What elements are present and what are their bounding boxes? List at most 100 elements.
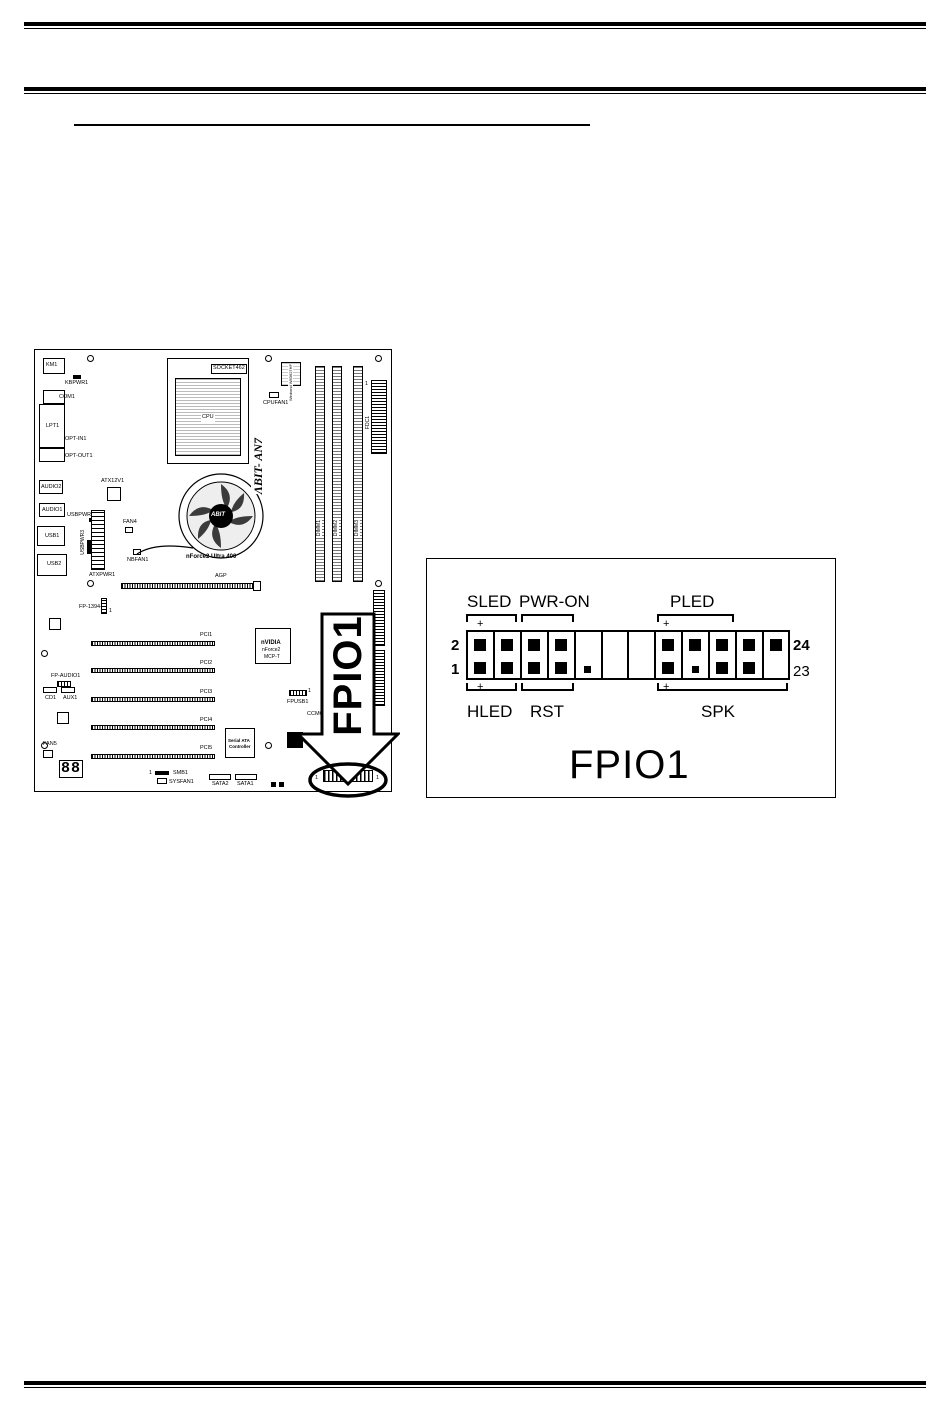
sata-controller-chip [225,728,255,758]
fdc-connector [371,380,387,454]
fdc-label: FDC1 [365,416,371,430]
smb-pin1: 1 [149,770,153,776]
bios-chip [49,618,61,630]
usbpwr3-label: USBPWR3 [80,530,86,555]
agp-label: AGP [215,573,227,579]
nvidia-mcp-label: MCP-T [264,654,280,660]
lpt-connector [39,404,65,448]
atxpwr-label: ATXPWR1 [89,572,116,578]
spk-plus-mark: + [663,681,670,693]
usb1-label: USB1 [45,533,60,539]
pci2-slot [91,668,215,673]
winbond-label: Winbond W83627HF [288,364,293,402]
fp1394-header [101,598,107,614]
pin23-label: 23 [793,663,810,680]
sata2-label: SATA2 [212,781,229,787]
dimm3-slot [353,366,363,582]
optout-label: OPT-OUT1 [65,453,93,459]
fan4-connector [125,527,133,533]
led-indicator [279,782,284,787]
usb2-label: USB2 [47,561,62,567]
sata2-connector [209,774,231,780]
fpaudio-label: FP-AUDIO1 [51,673,81,679]
smb-label: SMB1 [173,770,188,776]
cpufan-label: CPUFAN1 [263,400,289,406]
pci3-slot [91,697,215,702]
usb2-connector [37,554,67,576]
nforce-label: nForce2 Ultra 400 [186,554,237,560]
dimm2-label: DIMM2 [333,520,339,537]
fp1394-pin1: 1 [109,608,113,614]
lpt-label: LPT1 [46,423,60,429]
pci5-label: PCI5 [200,745,213,751]
fpio1-arrow-text: FPIO1 [325,614,370,736]
pin2-label: 2 [451,637,460,654]
fpusb-label: FPUSB1 [287,699,309,705]
optout-connector [39,448,65,462]
cd-connector [43,687,57,693]
fan5-connector [43,750,53,758]
kbpwr-label: KBPWR1 [65,380,89,386]
audio-codec-chip [57,712,69,724]
pin1-label: 1 [451,661,460,678]
nvidia-nforce2-label: nForce2 [262,647,281,653]
fan-cable [136,545,194,555]
optin-label: OPT-IN1 [65,436,87,442]
mounting-hole [375,580,382,587]
dimm2-slot [332,366,342,582]
mounting-hole [265,355,272,362]
bottom-rule-thin [24,1387,926,1388]
sata1-label: SATA1 [237,781,254,787]
hled-label: HLED [467,702,513,721]
com-label: COM1 [59,394,75,400]
fpio-pin1: 1 [376,775,380,781]
pled-plus-mark: + [663,618,670,630]
audio2-label: AUDIO2 [41,484,62,490]
com-connector [43,390,65,404]
fan4-label: FAN4 [123,519,137,525]
sysfan-label: SYSFAN1 [169,779,194,785]
nvidia-mcp-chip [255,628,291,664]
atx12v-label: ATX12V1 [101,478,125,484]
model-name-label: ɅBIT- AN7 [251,438,266,495]
pci4-slot [91,725,215,730]
km-label: KM1 [46,362,58,368]
header-rule-thick [24,87,926,91]
nvidia-label: nVIDIA [261,640,281,646]
aux-connector [61,687,75,693]
sysfan-connector [157,778,167,784]
fpio1-pin-diagram: SLED PWR-ON PLED + + + + 2 1 24 23 HLED … [426,558,836,798]
agp-slot [121,583,253,589]
post-code-display [59,760,83,778]
cpufan-connector [269,392,279,398]
fdc-pin1: 1 [365,381,369,387]
pwron-label: PWR-ON [519,592,590,611]
mounting-hole [41,742,48,749]
fpio1-arrow-label: FPIO1 [322,614,374,736]
audio1-connector [39,503,65,517]
mounting-hole [41,650,48,657]
pci5-slot [91,754,215,759]
fan5-label: FAN5 [43,741,57,747]
atx12v-connector [107,487,121,501]
pci4-label: PCI4 [200,717,213,723]
fpaudio-header [57,681,71,687]
sled-label: SLED [467,592,512,611]
socket-label: SOCKET462 [211,364,247,374]
abit-brand-label: ABIT [211,512,225,518]
ccmos-label: CCMO [307,711,324,717]
pci1-label: PCI1 [200,632,213,638]
fpio1-diagram-title: FPIO1 [569,743,690,787]
pci1-slot [91,641,215,646]
audio2-connector [39,480,63,494]
header-rule-thin [24,93,926,94]
pled-label: PLED [670,592,715,611]
mounting-hole [265,742,272,749]
sata-controller-label-2: Controller [229,744,251,749]
agp-latch [253,581,261,591]
usb1-connector [37,526,65,546]
cpu-cooler-fan [178,473,264,559]
cd-label: CD1 [45,695,57,701]
bottom-rule-thick [24,1381,926,1385]
pci3-label: PCI3 [200,689,213,695]
